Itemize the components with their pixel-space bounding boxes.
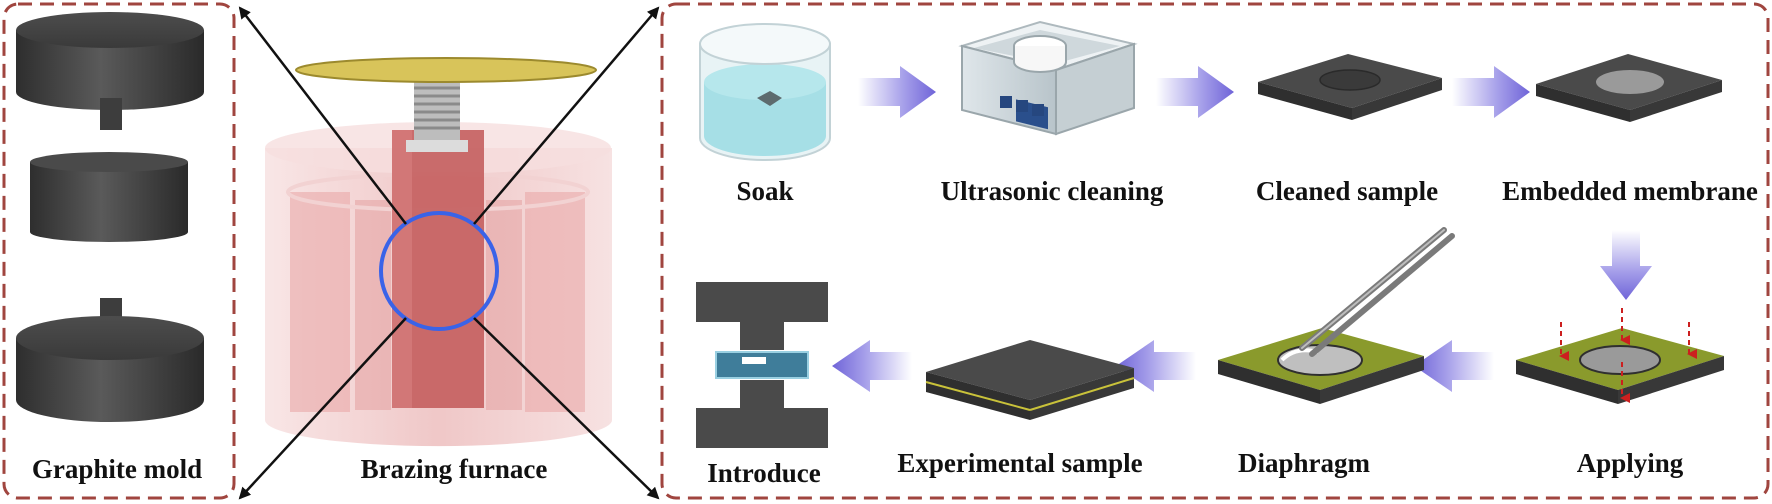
soak-beaker bbox=[699, 23, 831, 161]
right-panel-frame bbox=[660, 2, 1770, 500]
step-label-applying: Applying bbox=[1577, 448, 1684, 478]
flow-arrow-left-3 bbox=[832, 340, 912, 392]
brazing-furnace-label: Brazing furnace bbox=[361, 454, 548, 484]
applying-plate bbox=[1516, 328, 1724, 404]
flow-arrow-3 bbox=[1452, 66, 1530, 118]
brazing-furnace bbox=[265, 57, 612, 447]
tweezers-icon bbox=[1299, 227, 1455, 357]
step-label-soak: Soak bbox=[736, 176, 793, 206]
flow-arrow-left-2 bbox=[1116, 340, 1196, 392]
furnace-lid bbox=[295, 57, 597, 83]
step-label-embedded-membrane: Embedded membrane bbox=[1502, 176, 1758, 206]
step-label-experimental-sample: Experimental sample bbox=[897, 448, 1142, 478]
left-panel-frame bbox=[2, 2, 236, 500]
furnace-screw bbox=[406, 80, 468, 152]
step-label-ultrasonic-cleaning: Ultrasonic cleaning bbox=[941, 176, 1164, 206]
pressure-arrows bbox=[1559, 308, 1697, 403]
graphite-mold-middle bbox=[30, 152, 188, 242]
graphite-mold-label: Graphite mold bbox=[32, 454, 202, 484]
flow-arrow-down bbox=[1600, 230, 1652, 300]
step-label-introduce: Introduce bbox=[707, 458, 821, 488]
graphite-mold-bottom bbox=[16, 298, 204, 422]
graphite-mold-top bbox=[16, 12, 204, 130]
embedded-membrane-plate bbox=[1536, 54, 1722, 122]
experimental-sample-plate bbox=[925, 340, 1135, 420]
flow-arrow-1 bbox=[858, 66, 936, 118]
step-label-cleaned-sample: Cleaned sample bbox=[1256, 176, 1438, 206]
diaphragm-plate bbox=[1218, 328, 1424, 404]
step-label-diaphragm: Diaphragm bbox=[1238, 448, 1371, 478]
highlight-ring bbox=[379, 211, 499, 331]
flow-arrow-2 bbox=[1156, 66, 1234, 118]
cleaned-sample-plate bbox=[1258, 54, 1442, 120]
flow-arrow-left-1 bbox=[1414, 340, 1494, 392]
zoom-lines bbox=[238, 6, 660, 500]
introduce-mold-section bbox=[696, 282, 828, 448]
ultrasonic-cleaner bbox=[958, 20, 1138, 136]
